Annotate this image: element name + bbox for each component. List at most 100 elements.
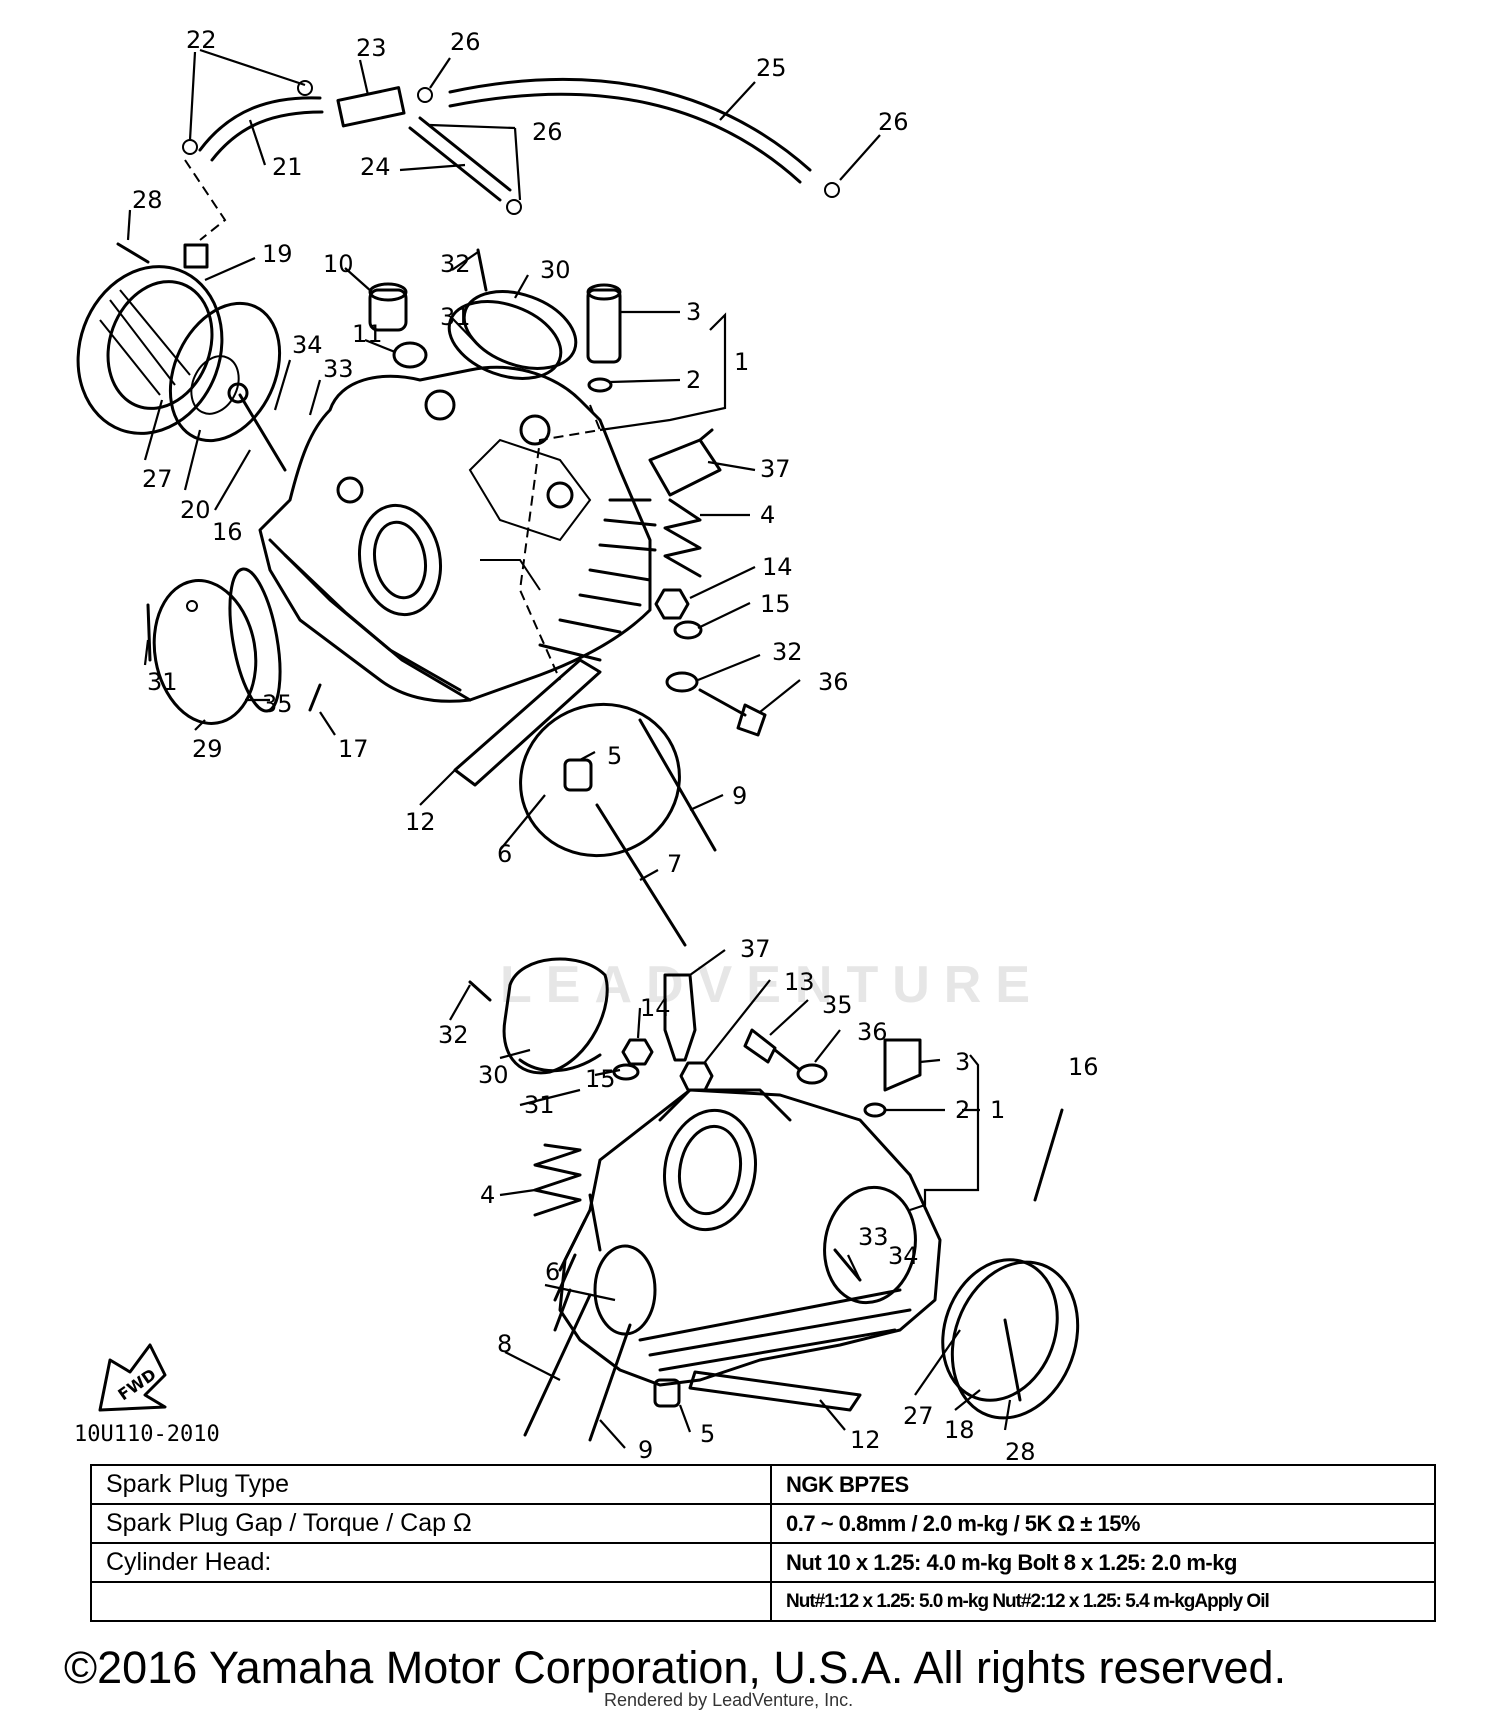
callout-25: 25 [756, 54, 787, 82]
bolt-28-upper [116, 242, 150, 264]
callout-13: 13 [784, 968, 815, 996]
table-row: Nut#1:12 x 1.25: 5.0 m-kg Nut#2:12 x 1.2… [90, 1581, 1436, 1622]
callout-24: 24 [360, 153, 391, 181]
gasket-12-lower [688, 1370, 862, 1412]
callout-33: 33 [858, 1223, 889, 1251]
joint-23 [336, 86, 406, 128]
union-bolt-35-lower [743, 1028, 802, 1072]
callout-27: 27 [142, 465, 173, 493]
callout-2: 2 [955, 1096, 970, 1124]
valve-guide-3-upper [586, 283, 622, 364]
o-ring-31-left [228, 567, 282, 713]
callout-6: 6 [545, 1258, 560, 1286]
callout-28: 28 [132, 186, 163, 214]
callout-34: 34 [292, 331, 323, 359]
callout-16: 16 [1068, 1053, 1099, 1081]
table-row: Cylinder Head: Nut 10 x 1.25: 4.0 m-kg B… [90, 1542, 1436, 1583]
spring-4-lower [533, 1143, 582, 1217]
nut-14-lower [621, 1038, 654, 1066]
spec-label: Spark Plug Gap / Torque / Cap Ω [90, 1503, 772, 1544]
washer-36-lower [796, 1063, 828, 1085]
cylinder-head-exploded-diagram: FWD [76, 26, 1099, 1460]
rendered-by-note: Rendered by LeadVenture, Inc. [604, 1690, 854, 1710]
breather-hose-21 [198, 96, 324, 162]
spec-label: Cylinder Head: [90, 1542, 772, 1583]
stud-9-upper [638, 718, 717, 852]
leader-lines [126, 48, 1012, 1449]
callout-26: 26 [450, 28, 481, 56]
cylinder-head-lower [553, 1088, 942, 1387]
callout-29: 29 [192, 735, 223, 763]
callout-36: 36 [818, 668, 849, 696]
bolt-32-upper-a [476, 248, 488, 292]
tappet-cap-30-upper [447, 290, 578, 380]
callout-5: 5 [700, 1420, 715, 1448]
callout-32: 32 [440, 250, 471, 278]
plate-20 [168, 301, 282, 443]
spring-4-upper [663, 498, 702, 578]
tappet-cap-30-lower [502, 957, 609, 1075]
washer-36-upper [665, 671, 699, 693]
callout-8: 8 [497, 1330, 512, 1358]
tappet-cover-27-lower [941, 1258, 1080, 1420]
callout-32: 32 [772, 638, 803, 666]
callout-2: 2 [686, 366, 701, 394]
nut-13 [679, 1061, 714, 1092]
table-row: Spark Plug Gap / Torque / Cap Ω 0.7 ~ 0.… [90, 1503, 1436, 1544]
callout-26: 26 [878, 108, 909, 136]
spec-table: Spark Plug Type NGK BP7ES Spark Plug Gap… [90, 1464, 1436, 1622]
callout-21: 21 [272, 153, 303, 181]
callout-15: 15 [760, 590, 791, 618]
bolt-16-lower [1033, 1108, 1064, 1202]
plug-17 [308, 683, 322, 712]
cap-10 [368, 282, 408, 332]
callout-35: 35 [262, 690, 293, 718]
callout-35: 35 [822, 991, 853, 1019]
callout-30: 30 [478, 1061, 509, 1089]
callout-27: 27 [903, 1402, 934, 1430]
bolt-16-upper [227, 382, 287, 472]
callout-18: 18 [944, 1416, 975, 1444]
stud-9-lower [588, 1323, 632, 1442]
callout-33: 33 [323, 355, 354, 383]
callout-26: 26 [532, 118, 563, 146]
valve-guide-3-lower [883, 1038, 922, 1092]
callout-31: 31 [440, 303, 471, 331]
callout-6: 6 [497, 840, 512, 868]
callout-3: 3 [955, 1048, 970, 1076]
bolt-28-lower [1003, 1318, 1022, 1402]
bolt-33-lower [833, 1248, 862, 1282]
breather-hose-25 [448, 77, 812, 184]
callout-34: 34 [888, 1242, 919, 1270]
callout-22: 22 [186, 26, 217, 54]
callout-23: 23 [356, 34, 387, 62]
copyright-notice: ©2016 Yamaha Motor Corporation, U.S.A. A… [64, 1642, 1287, 1693]
gasket-12-upper [453, 658, 602, 787]
callout-37: 37 [760, 455, 791, 483]
washer-15-upper [673, 620, 703, 640]
callout-32: 32 [438, 1021, 469, 1049]
dowel-5-lower [653, 1378, 681, 1408]
washer-15-lower [612, 1063, 640, 1081]
callout-36: 36 [857, 1018, 888, 1046]
spec-value: Nut 10 x 1.25: 4.0 m-kg Bolt 8 x 1.25: 2… [770, 1542, 1436, 1583]
spark-plug-37-upper [648, 428, 722, 497]
callout-12: 12 [850, 1426, 881, 1454]
callout-20: 20 [180, 496, 211, 524]
callout-4: 4 [760, 501, 775, 529]
drawing-code: 10U110-2010 [74, 1422, 220, 1447]
callout-19: 19 [262, 240, 293, 268]
stud-7 [595, 803, 687, 947]
callout-10: 10 [323, 250, 354, 278]
clip-2-upper [587, 377, 613, 393]
callout-12: 12 [405, 808, 436, 836]
callout-1: 1 [734, 348, 749, 376]
callout-9: 9 [732, 782, 747, 810]
bolt-32-upper-b [146, 603, 152, 662]
callout-37: 37 [740, 935, 771, 963]
fwd-arrow-icon: FWD [98, 1343, 167, 1412]
nut-14-upper [654, 588, 690, 620]
callout-30: 30 [540, 256, 571, 284]
washer-11 [392, 341, 428, 369]
